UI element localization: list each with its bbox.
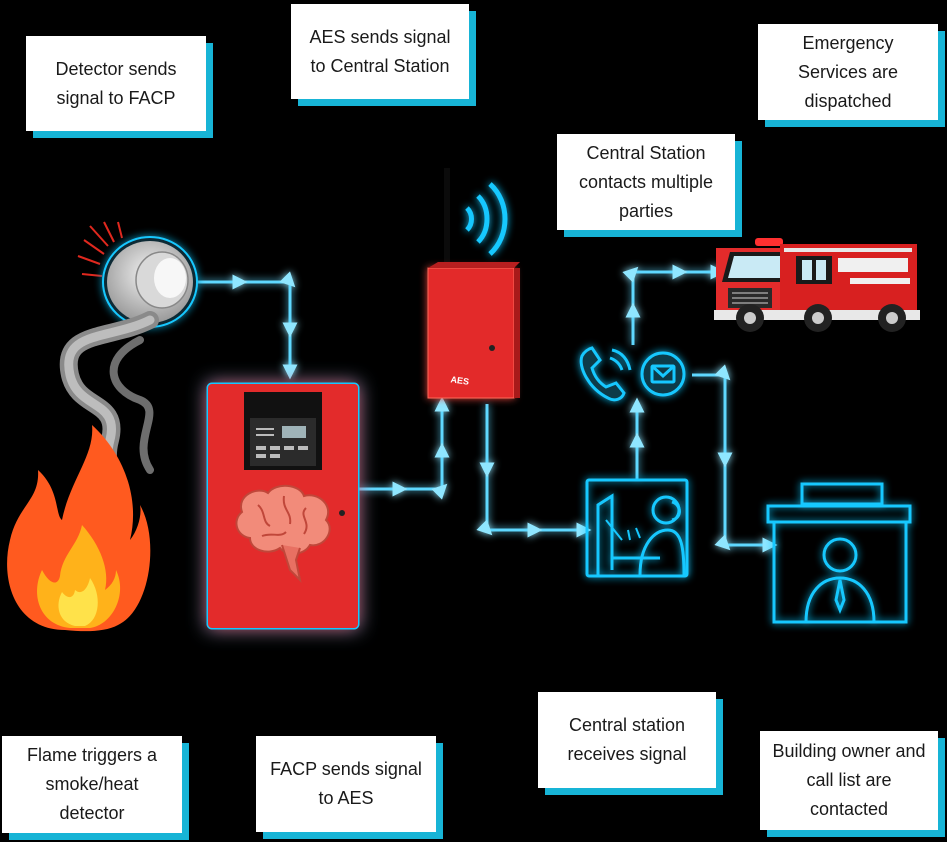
signal-waves-icon (465, 182, 508, 256)
aes-brand-label: AES (450, 374, 470, 386)
facp-panel (206, 382, 360, 630)
building-owner-icon (766, 482, 912, 624)
fire-truck-icon (714, 238, 920, 332)
caption-building-owner: Building owner and call list are contact… (760, 731, 938, 830)
phone-icon (579, 346, 632, 402)
caption-central-contacts: Central Station contacts multiple partie… (557, 134, 735, 230)
facp-to-aes-line (358, 396, 450, 500)
alarm-rays (77, 221, 123, 277)
aes-radio-device: AES (427, 168, 520, 399)
caption-facp-send: FACP sends signal to AES (256, 736, 436, 832)
caption-flame: Flame triggers a smoke/heat detector (2, 736, 182, 833)
brain-icon (235, 484, 331, 584)
connectors (197, 264, 778, 553)
aes-to-central-line (476, 404, 592, 538)
to-building-line (692, 364, 778, 553)
caption-central-receives: Central station receives signal (538, 692, 716, 788)
caption-aes-send: AES sends signal to Central Station (291, 4, 469, 99)
caption-emergency: Emergency Services are dispatched (758, 24, 938, 120)
central-station-icon (585, 478, 689, 578)
fire-icon (7, 425, 151, 632)
detector-to-facp-line (197, 271, 298, 380)
mail-icon (640, 351, 686, 397)
caption-detector: Detector sends signal to FACP (26, 36, 206, 131)
to-firetruck-line (622, 264, 726, 345)
smoke-detector (77, 221, 198, 328)
